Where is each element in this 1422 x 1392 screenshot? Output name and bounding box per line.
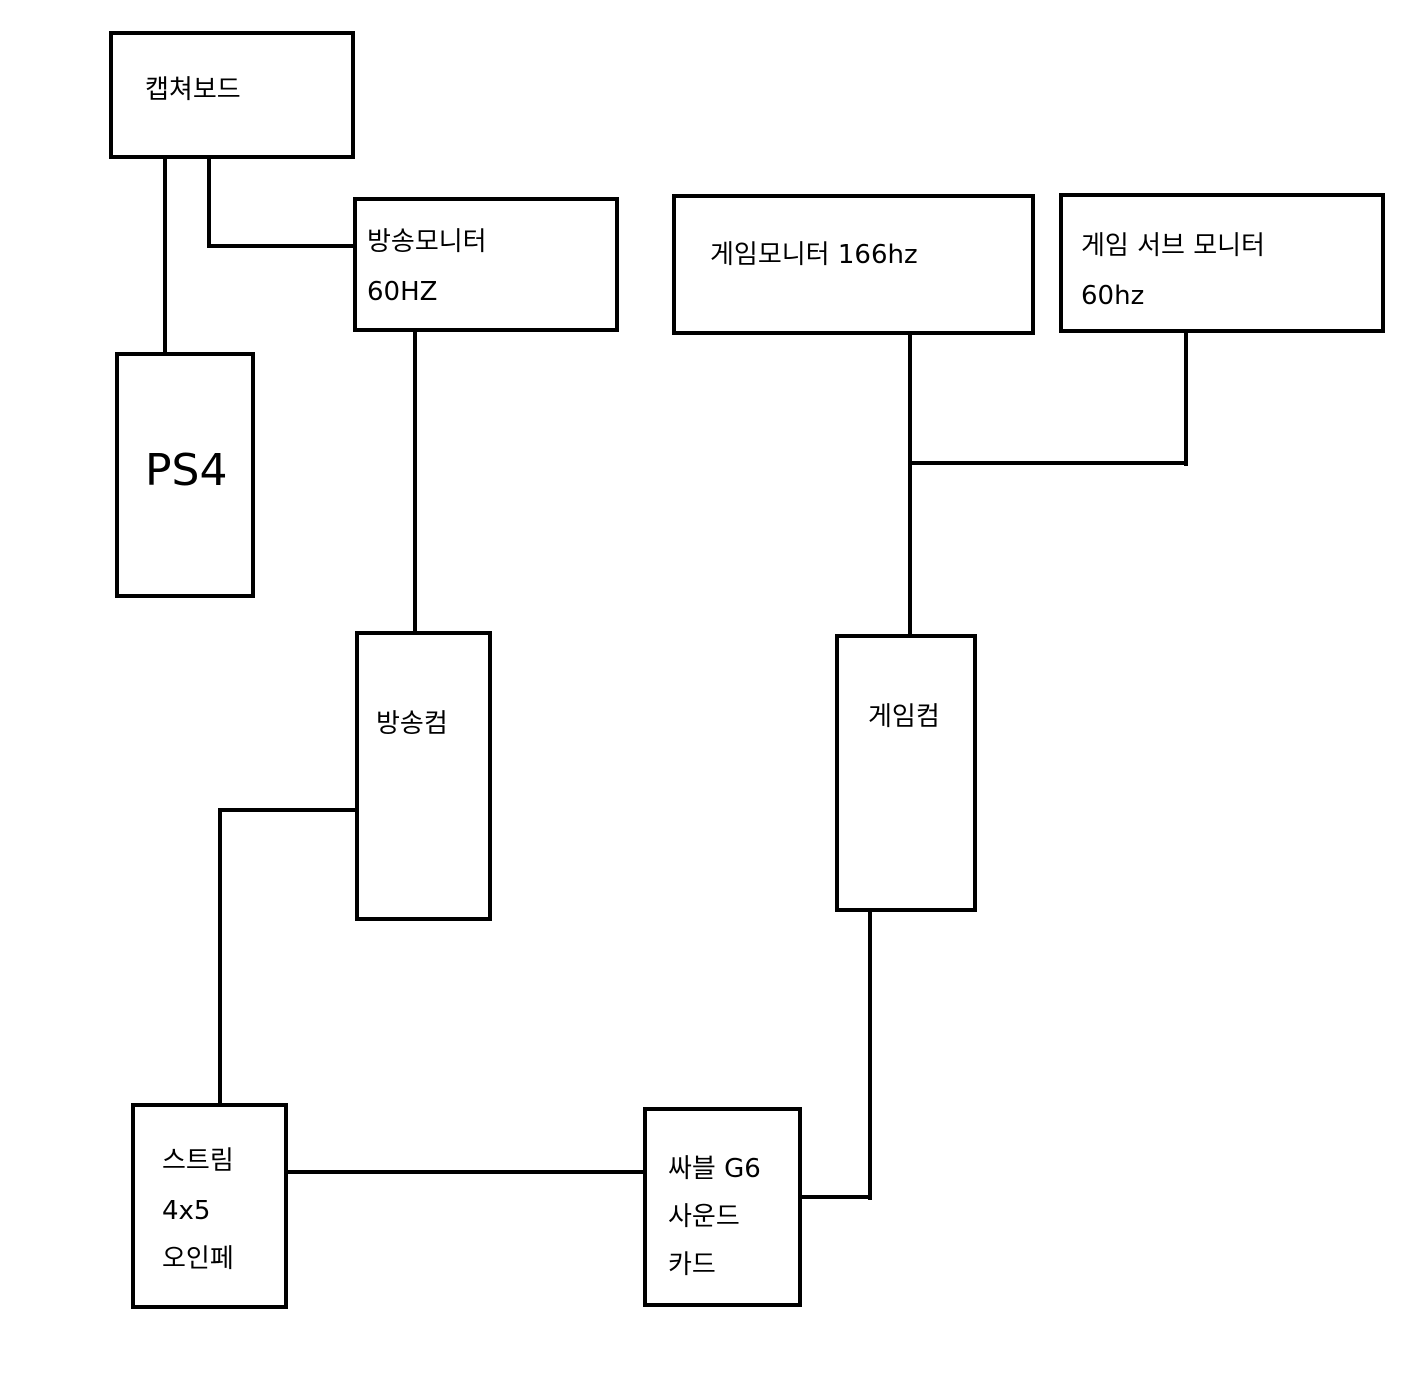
stream-pc-label: 방송컴 xyxy=(376,709,448,739)
connector-capture-monitor-h xyxy=(207,244,357,248)
capture-board-label: 캡쳐보드 xyxy=(145,75,241,105)
stream-pc-node: 방송컴 xyxy=(355,631,492,921)
ps4-label: PS4 xyxy=(145,445,228,496)
connector-streampc-interface-v xyxy=(218,808,222,1107)
stream-interface-label-3: 오인페 xyxy=(162,1244,234,1274)
stream-interface-label-1: 스트림 xyxy=(162,1146,234,1176)
sound-card-node: 싸블 G6 사운드 카드 xyxy=(643,1107,802,1307)
sound-card-label-3: 카드 xyxy=(668,1250,716,1280)
game-pc-label: 게임컴 xyxy=(868,702,940,732)
stream-monitor-label: 방송모니터 xyxy=(367,227,487,257)
connector-capture-monitor-v xyxy=(207,156,211,248)
stream-interface-node: 스트림 4x5 오인페 xyxy=(131,1103,288,1309)
connector-streampc-h xyxy=(218,808,359,812)
ps4-node: PS4 xyxy=(115,352,255,598)
stream-monitor-rate: 60HZ xyxy=(367,277,438,307)
stream-monitor-node: 방송모니터 60HZ xyxy=(353,197,619,332)
stream-interface-label-2: 4x5 xyxy=(162,1196,211,1226)
game-monitor-label: 게임모니터 166hz xyxy=(710,240,918,270)
connector-submonitor-h xyxy=(908,461,1188,465)
connector-capture-ps4 xyxy=(163,156,167,354)
connector-streammonitor-streampc xyxy=(413,329,417,635)
sound-card-label-2: 사운드 xyxy=(668,1202,740,1232)
game-monitor-node: 게임모니터 166hz xyxy=(672,194,1035,335)
game-sub-monitor-rate: 60hz xyxy=(1081,281,1145,311)
connector-gamepc-v xyxy=(868,909,872,1200)
connector-gamemonitor-gamepc xyxy=(908,332,912,638)
capture-board-node: 캡쳐보드 xyxy=(109,31,355,159)
connector-submonitor-v xyxy=(1184,330,1188,466)
sound-card-label-1: 싸블 G6 xyxy=(668,1154,761,1184)
game-sub-monitor-label: 게임 서브 모니터 xyxy=(1081,231,1265,261)
connector-gamepc-h xyxy=(798,1195,872,1199)
connector-interface-soundcard xyxy=(284,1170,647,1174)
game-sub-monitor-node: 게임 서브 모니터 60hz xyxy=(1059,193,1385,333)
game-pc-node: 게임컴 xyxy=(835,634,977,912)
